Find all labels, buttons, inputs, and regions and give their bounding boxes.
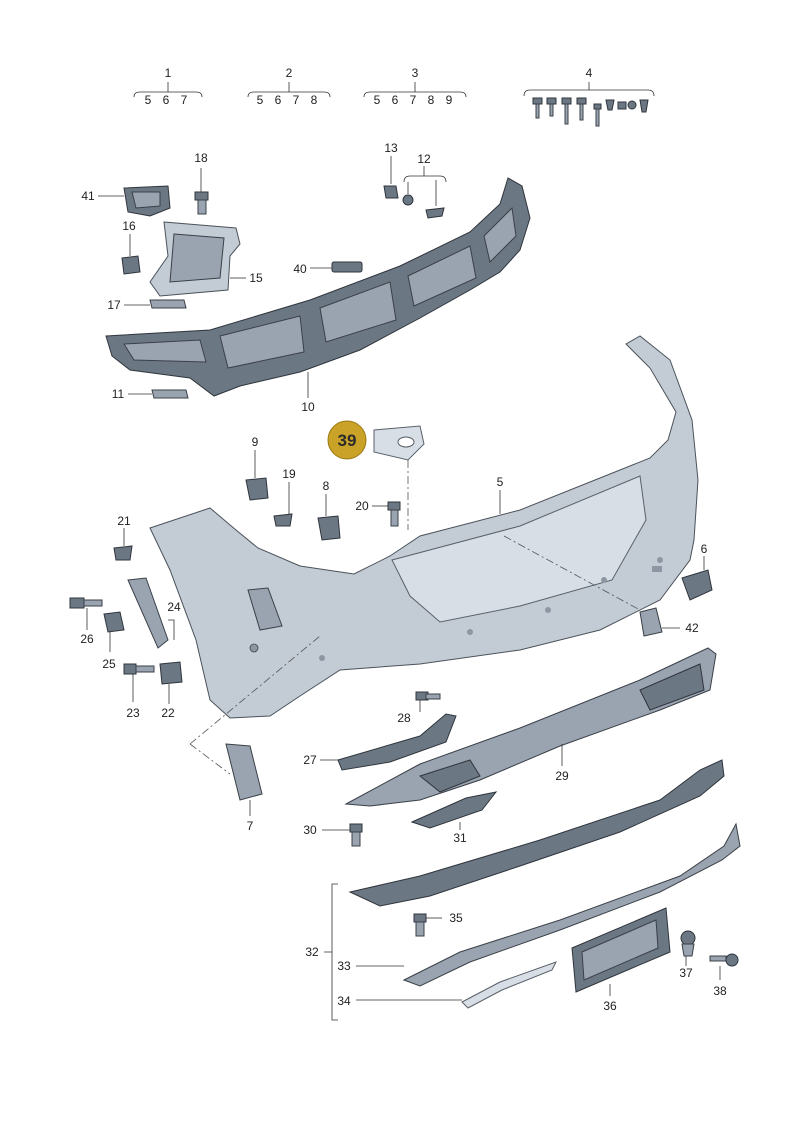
part-11: 11 [112, 387, 189, 401]
callout-33: 33 [337, 959, 351, 973]
callout-15: 15 [249, 271, 263, 285]
part-6: 6 [681, 542, 713, 601]
highlight-badge [327, 420, 367, 460]
callout-11: 11 [112, 387, 125, 401]
part-22: 22 [159, 661, 183, 720]
group-2-subs: 5 6 7 8 [257, 93, 322, 107]
group-1-label: 1 [165, 66, 172, 80]
callout-30: 30 [303, 823, 317, 837]
part-12: 12 [402, 152, 447, 219]
group-4-label: 4 [586, 66, 593, 80]
part-10-carrier: 10 [105, 177, 531, 414]
part-36-plate-holder: 36 [571, 907, 671, 1013]
part-8: 8 [317, 479, 341, 541]
callout-37: 37 [679, 966, 693, 980]
callout-40: 40 [293, 262, 307, 276]
callout-20: 20 [355, 499, 369, 513]
highlight-label: 39 [338, 431, 357, 450]
part-13: 13 [383, 141, 399, 199]
part-21: 21 [113, 514, 133, 561]
part-23: 23 [123, 663, 155, 720]
callout-42: 42 [685, 621, 699, 635]
callout-29: 29 [555, 769, 569, 783]
callout-38: 38 [713, 984, 727, 998]
callout-16: 16 [122, 219, 136, 233]
callout-23: 23 [126, 706, 140, 720]
part-29: 29 [344, 647, 717, 807]
part-16: 16 [121, 219, 141, 275]
part-24: 24 [127, 577, 181, 649]
part-15: 15 [149, 221, 263, 297]
group-4: 4 [523, 66, 655, 127]
callout-28: 28 [397, 711, 411, 725]
part-25: 25 [102, 611, 125, 671]
part-33: 33 [337, 822, 741, 987]
group-2-label: 2 [286, 66, 293, 80]
group-2: 2 5 6 7 8 [247, 66, 331, 107]
part-35: 35 [413, 911, 463, 937]
part-26: 26 [69, 597, 103, 646]
callout-41: 41 [81, 189, 95, 203]
group-3-subs: 5 6 7 8 9 [374, 93, 457, 107]
callout-9: 9 [252, 435, 259, 449]
callout-34: 34 [337, 994, 351, 1008]
part-20: 20 [355, 499, 401, 527]
part-28: 28 [397, 691, 441, 725]
part-41: 41 [81, 185, 171, 217]
callout-32: 32 [305, 945, 319, 959]
callout-25: 25 [102, 657, 116, 671]
part-39-highlighted[interactable]: 39 [327, 420, 425, 530]
callout-22: 22 [161, 706, 175, 720]
callout-18: 18 [194, 151, 208, 165]
fastener-set-icon [532, 97, 649, 127]
group-3-label: 3 [412, 66, 419, 80]
part-5-bumper-cover: 5 [149, 335, 699, 775]
callout-24: 24 [167, 600, 181, 614]
part-7: 7 [225, 743, 263, 833]
callout-36: 36 [603, 999, 617, 1013]
part-31: 31 [410, 791, 498, 845]
part-34: 34 [337, 961, 558, 1009]
part-19: 19 [273, 467, 296, 527]
callout-17: 17 [107, 298, 121, 312]
callout-5: 5 [497, 475, 504, 489]
part-17: 17 [107, 298, 187, 312]
callout-31: 31 [453, 831, 467, 845]
part-32-group: 32 [305, 759, 725, 1021]
callout-27: 27 [303, 753, 317, 767]
group-1: 1 5 6 7 [133, 66, 203, 107]
callout-19: 19 [282, 467, 296, 481]
part-42: 42 [639, 607, 699, 637]
part-30: 30 [303, 823, 363, 847]
part-38: 38 [709, 953, 739, 998]
callout-26: 26 [80, 632, 94, 646]
part-18: 18 [194, 151, 209, 215]
callout-12: 12 [417, 152, 431, 166]
group-3: 3 5 6 7 8 9 [363, 66, 467, 107]
part-40: 40 [293, 261, 363, 276]
callout-21: 21 [117, 514, 131, 528]
callout-8: 8 [323, 479, 330, 493]
part-9: 9 [245, 435, 269, 501]
part-37: 37 [679, 930, 696, 980]
callout-35: 35 [449, 911, 463, 925]
group-1-subs: 5 6 7 [145, 93, 192, 107]
callout-6: 6 [701, 542, 708, 556]
callout-7: 7 [247, 819, 254, 833]
part-27: 27 [303, 713, 457, 771]
callout-13: 13 [384, 141, 398, 155]
callout-10: 10 [301, 400, 315, 414]
